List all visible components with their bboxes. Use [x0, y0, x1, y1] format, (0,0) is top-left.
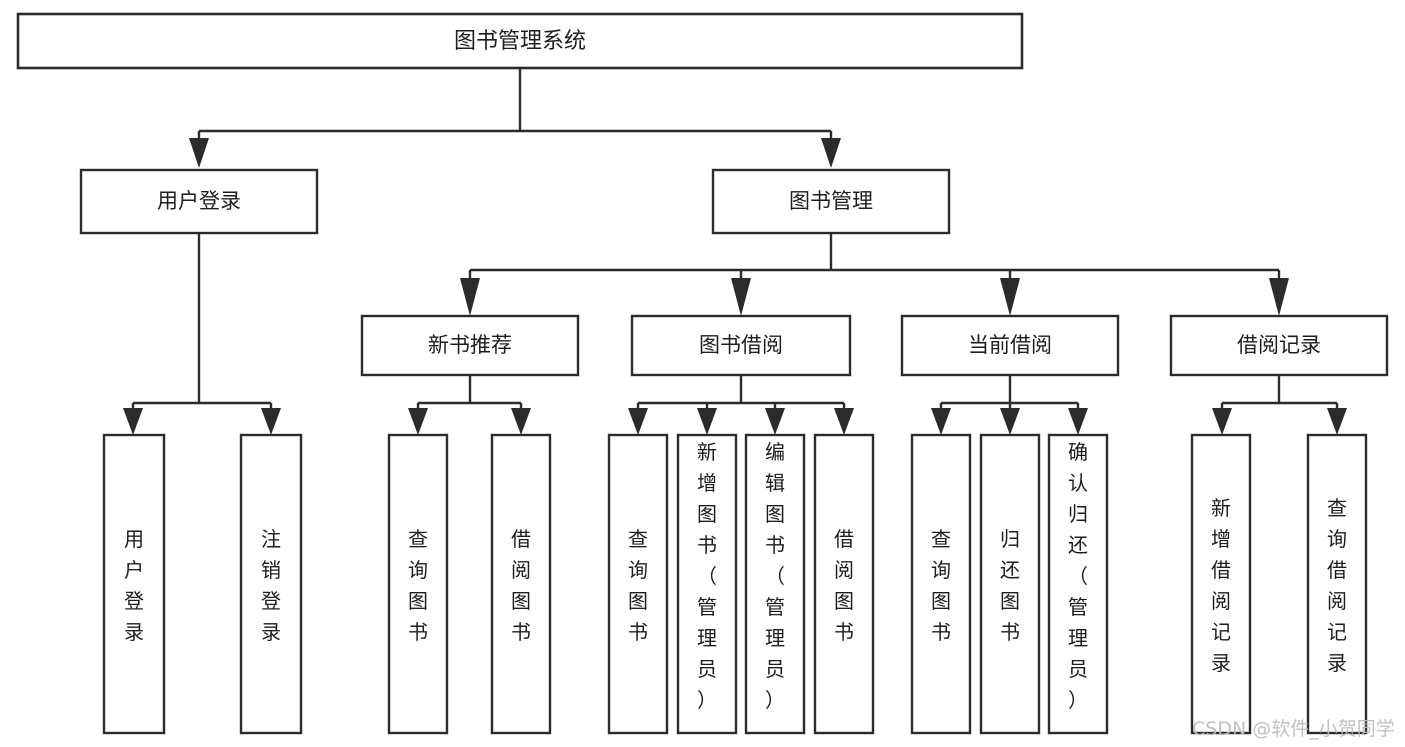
arrow-head-new-book-recommend [460, 278, 480, 316]
arrow-head-leaf-confirm-return [1068, 408, 1088, 435]
node-leaf-add-book-box[interactable] [676, 433, 738, 735]
node-root-label: 图书管理系统 [454, 29, 586, 54]
arrow-head-leaf-borrow-book-1 [511, 408, 531, 435]
node-leaf-edit-book-box[interactable] [744, 433, 806, 735]
node-leaf-logout-login-label: 注销登录 [261, 527, 281, 644]
node-user-login-box[interactable] [79, 168, 319, 235]
node-book-borrow-box[interactable] [630, 314, 852, 377]
node-leaf-add-record[interactable]: 新增借阅记录 [1190, 433, 1252, 735]
node-leaf-query-book-2-label: 查询图书 [628, 527, 648, 644]
node-leaf-borrow-book-2-label: 借阅图书 [834, 527, 854, 644]
node-leaf-query-book-1-label: 查询图书 [408, 527, 428, 644]
node-new-book-recommend-box[interactable] [360, 314, 580, 377]
node-leaf-edit-book[interactable]: 编辑图书（管理员） [744, 433, 806, 735]
node-leaf-confirm-return-label: 确认归还（管理员） [1068, 440, 1088, 712]
connector-layer [123, 68, 1347, 435]
node-user-login-label: 用户登录 [157, 189, 241, 213]
arrow-head-leaf-add-record [1212, 408, 1232, 435]
arrow-head-user-login [189, 138, 209, 168]
node-leaf-confirm-return[interactable]: 确认归还（管理员） [1047, 433, 1109, 735]
node-root-box[interactable] [16, 12, 1024, 70]
arrow-head-book-management [821, 138, 841, 168]
node-leaf-user-login-box[interactable] [102, 433, 166, 735]
arrow-head-borrow-record [1269, 278, 1289, 316]
node-leaf-query-book-2[interactable]: 查询图书 [607, 433, 669, 735]
csdn-watermark: CSDN @软件_小贺同学 [1192, 718, 1395, 740]
node-leaf-user-login-label: 用户登录 [124, 527, 144, 644]
node-leaf-edit-book-label: 编辑图书（管理员） [765, 440, 785, 712]
node-new-book-recommend[interactable]: 新书推荐 [360, 314, 580, 377]
node-leaf-query-record-box[interactable] [1306, 433, 1368, 735]
node-current-borrow-box[interactable] [900, 314, 1120, 377]
node-leaf-borrow-book-2-box[interactable] [813, 433, 875, 735]
node-book-management-label: 图书管理 [789, 189, 873, 213]
node-leaf-borrow-book-1-box[interactable] [490, 433, 552, 735]
node-leaf-user-login[interactable]: 用户登录 [102, 433, 166, 735]
node-leaf-add-record-label: 新增借阅记录 [1211, 496, 1231, 675]
node-leaf-add-book-label: 新增图书（管理员） [697, 440, 717, 712]
arrow-head-leaf-add-book [697, 408, 717, 435]
arrow-head-leaf-return-book [1000, 408, 1020, 435]
node-current-borrow-label: 当前借阅 [968, 333, 1052, 357]
node-leaf-query-book-1[interactable]: 查询图书 [387, 433, 449, 735]
node-leaf-borrow-book-1-label: 借阅图书 [511, 527, 531, 644]
node-leaf-return-book[interactable]: 归还图书 [979, 433, 1041, 735]
arrow-head-current-borrow [1000, 278, 1020, 316]
arrow-head-leaf-edit-book [765, 408, 785, 435]
node-current-borrow[interactable]: 当前借阅 [900, 314, 1120, 377]
node-leaf-query-book-3-box[interactable] [910, 433, 972, 735]
node-user-login[interactable]: 用户登录 [79, 168, 319, 235]
arrow-head-book-borrow [731, 278, 751, 316]
arrow-head-leaf-borrow-book-2 [834, 408, 854, 435]
node-book-management-box[interactable] [711, 168, 951, 235]
node-leaf-borrow-book-2[interactable]: 借阅图书 [813, 433, 875, 735]
node-new-book-recommend-label: 新书推荐 [428, 333, 512, 357]
node-root[interactable]: 图书管理系统 [16, 12, 1024, 70]
arrow-head-leaf-query-book-3 [931, 408, 951, 435]
arrow-head-leaf-query-book-1 [408, 408, 428, 435]
node-leaf-query-book-2-box[interactable] [607, 433, 669, 735]
arrow-head-leaf-user-login [123, 408, 143, 435]
arrow-head-leaf-query-record [1327, 408, 1347, 435]
node-leaf-borrow-book-1[interactable]: 借阅图书 [490, 433, 552, 735]
node-leaf-confirm-return-box[interactable] [1047, 433, 1109, 735]
node-borrow-record[interactable]: 借阅记录 [1169, 314, 1389, 377]
arrow-head-leaf-logout-login [261, 408, 281, 435]
node-leaf-logout-login-box[interactable] [239, 433, 303, 735]
node-leaf-return-book-label: 归还图书 [1000, 527, 1020, 644]
node-leaf-return-book-box[interactable] [979, 433, 1041, 735]
node-book-borrow[interactable]: 图书借阅 [630, 314, 852, 377]
node-leaf-query-book-1-box[interactable] [387, 433, 449, 735]
node-leaf-query-book-3[interactable]: 查询图书 [910, 433, 972, 735]
node-leaf-query-record[interactable]: 查询借阅记录 [1306, 433, 1368, 735]
node-book-management[interactable]: 图书管理 [711, 168, 951, 235]
node-leaf-add-book[interactable]: 新增图书（管理员） [676, 433, 738, 735]
node-leaf-query-record-label: 查询借阅记录 [1327, 496, 1347, 675]
arrow-head-leaf-query-book-2 [628, 408, 648, 435]
node-borrow-record-box[interactable] [1169, 314, 1389, 377]
node-leaf-query-book-3-label: 查询图书 [931, 527, 951, 644]
node-book-borrow-label: 图书借阅 [699, 333, 783, 357]
node-borrow-record-label: 借阅记录 [1237, 333, 1321, 357]
node-leaf-logout-login[interactable]: 注销登录 [239, 433, 303, 735]
node-leaf-add-record-box[interactable] [1190, 433, 1252, 735]
